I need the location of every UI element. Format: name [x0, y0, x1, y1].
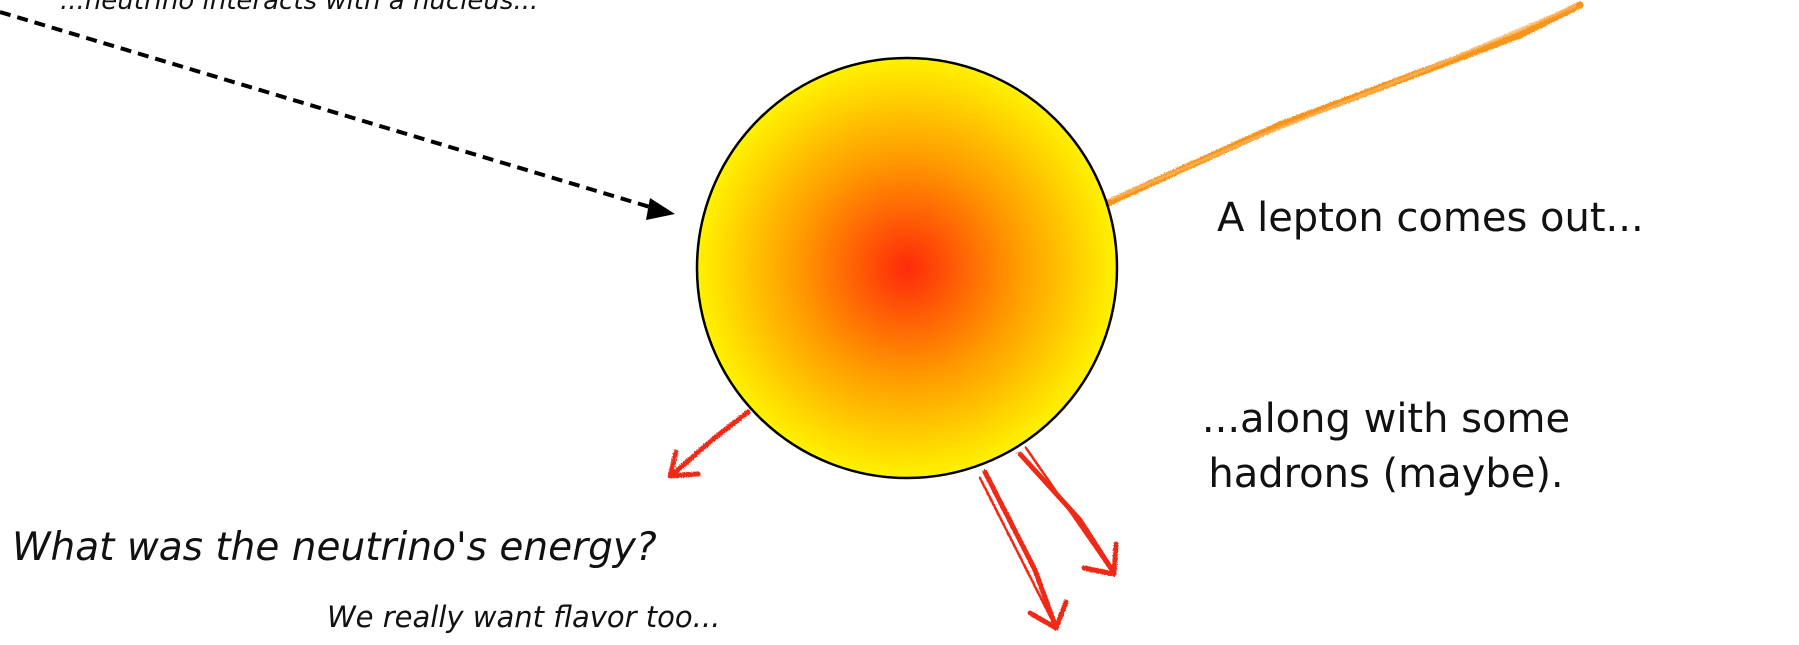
flavor-note: We really want flavor too...: [327, 600, 721, 634]
outgoing-lepton-track: [1104, 1, 1584, 207]
lepton-caption: A lepton comes out...: [1217, 195, 1644, 241]
nucleus-blob: [695, 56, 1119, 480]
hadron-arrow-left: [667, 409, 751, 479]
hadron-arrow-middle: [978, 469, 1069, 631]
hadrons-caption: ...along with some hadrons (maybe).: [1201, 396, 1571, 497]
energy-question: What was the neutrino's energy?: [12, 525, 657, 570]
incoming-neutrino-arrow: [0, 10, 675, 220]
top-caption: ...neutrino interacts with a nucleus...: [60, 0, 539, 16]
hadron-arrow-right: [1017, 446, 1119, 577]
